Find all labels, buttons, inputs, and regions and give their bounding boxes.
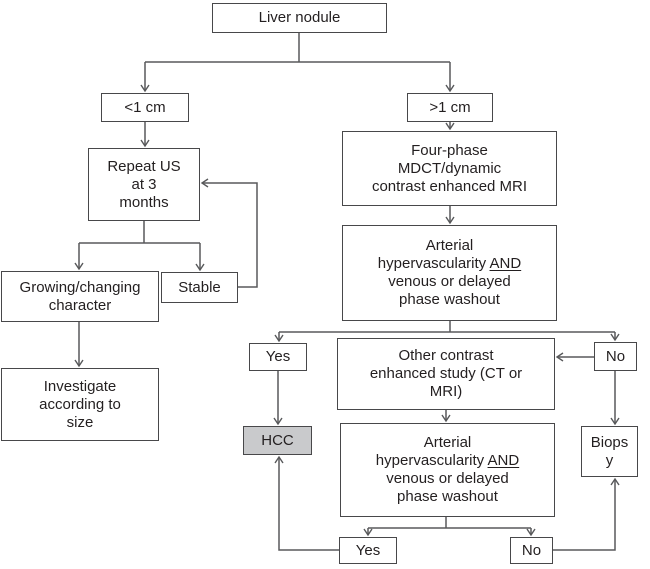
node-arterial-hypervascularity-2: Arterial hypervascularity AND venous or … [340,423,555,517]
node-investigate-according-to-size: Investigate according to size [1,368,159,441]
arterial-2-and: AND [487,452,520,469]
node-arterial-1-text: Arterial hypervascularity AND venous or … [378,237,521,309]
node-other-contrast-study: Other contrast enhanced study (CT or MRI… [337,338,555,410]
node-arterial-hypervascularity-1: Arterial hypervascularity AND venous or … [342,225,557,321]
arterial-1-post: venous or delayed phase washout [388,273,511,308]
node-liver-nodule: Liver nodule [212,3,387,33]
node-no-first: No [594,342,637,371]
node-arterial-2-text: Arterial hypervascularity AND venous or … [376,434,519,506]
node-growing-changing-character: Growing/changing character [1,271,159,322]
arterial-1-and: AND [489,255,522,272]
node-greater-than-1cm: >1 cm [407,93,493,122]
node-hcc: HCC [243,426,312,455]
arterial-2-post: venous or delayed phase washout [386,470,509,505]
node-four-phase-mdct-mri: Four-phase MDCT/dynamic contrast enhance… [342,131,557,206]
node-yes-first: Yes [249,343,307,371]
node-no-second: No [510,537,553,564]
node-biopsy: Biopsy [581,426,638,477]
node-less-than-1cm: <1 cm [101,93,189,122]
node-repeat-us: Repeat US at 3 months [88,148,200,221]
node-stable: Stable [161,272,238,303]
arterial-2-pre: Arterial hypervascularity [375,434,485,469]
node-yes-second: Yes [339,537,397,564]
arterial-1-pre: Arterial hypervascularity [377,237,487,272]
